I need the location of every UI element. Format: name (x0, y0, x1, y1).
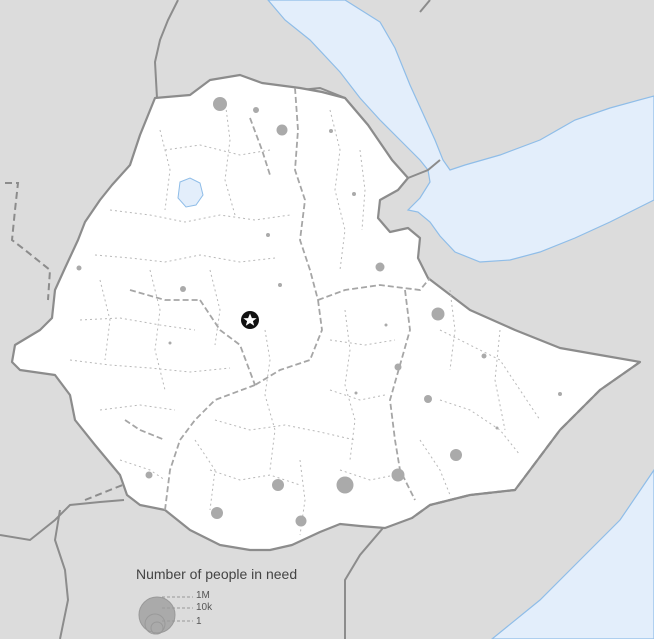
need-bubble[interactable] (295, 515, 307, 527)
need-bubble[interactable] (266, 233, 270, 237)
red-sea (267, 0, 654, 263)
need-bubble[interactable] (272, 479, 284, 491)
lake-tana (177, 177, 204, 208)
indian-ocean (491, 468, 654, 639)
need-bubble[interactable] (276, 124, 288, 136)
need-bubble[interactable] (558, 392, 562, 396)
legend-circle-large (138, 596, 176, 634)
need-bubble[interactable] (384, 323, 388, 327)
need-bubble[interactable] (145, 471, 153, 479)
need-bubble[interactable] (495, 426, 499, 430)
legend-tick-10k: 10k (196, 602, 213, 613)
legend-circle-small (150, 621, 164, 635)
need-bubbles (76, 97, 562, 527)
need-bubble[interactable] (168, 341, 172, 345)
zone-boundaries (69, 99, 541, 536)
neighbor-borders (0, 0, 441, 639)
need-bubble[interactable] (394, 363, 402, 371)
need-bubble[interactable] (180, 286, 186, 292)
need-bubble[interactable] (253, 107, 259, 113)
need-bubble[interactable] (213, 97, 227, 111)
need-bubble[interactable] (329, 129, 333, 133)
need-bubble[interactable] (424, 395, 432, 403)
legend-tick-1: 1 (196, 616, 202, 627)
need-bubble[interactable] (431, 307, 445, 321)
star-icon (243, 313, 257, 326)
legend-tick-1M: 1M (196, 590, 210, 601)
need-bubble[interactable] (352, 192, 356, 196)
need-bubble[interactable] (481, 353, 487, 359)
need-bubble[interactable] (211, 507, 223, 519)
neighbor-borders-dashed (5, 182, 126, 501)
need-bubble[interactable] (76, 265, 82, 271)
capital-marker[interactable] (241, 311, 259, 329)
need-bubble[interactable] (354, 391, 358, 395)
need-bubble[interactable] (450, 449, 462, 461)
southeast-border (411, 361, 641, 519)
need-bubble[interactable] (375, 262, 385, 272)
focus-country (10, 73, 642, 552)
need-bubble[interactable] (391, 468, 405, 482)
need-bubble[interactable] (278, 283, 282, 287)
need-bubble[interactable] (336, 476, 354, 494)
legend: Number of people in need 1M 10k 1 (136, 566, 297, 635)
legend-title: Number of people in need (136, 566, 297, 582)
